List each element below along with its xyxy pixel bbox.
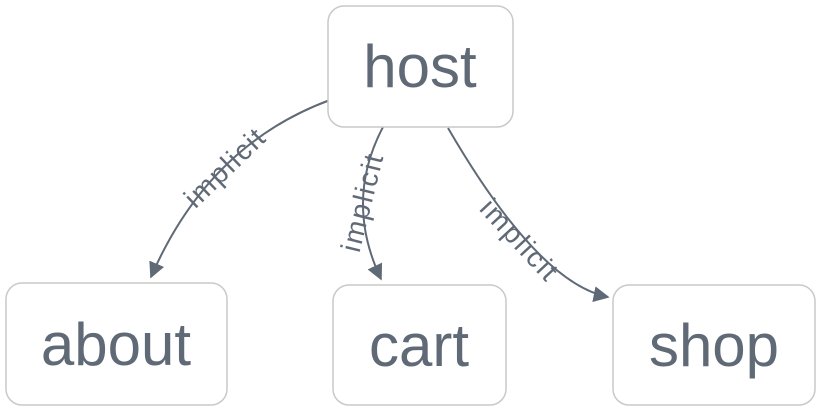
edge-host-cart xyxy=(362,126,384,281)
node-cart-box xyxy=(332,284,507,406)
edge-label-host-shop: implicit xyxy=(474,192,566,287)
node-host-box xyxy=(327,5,514,128)
edge-label-host-about: implicit xyxy=(178,121,273,214)
node-shop: shop xyxy=(612,284,816,406)
edge-host-about xyxy=(149,99,331,279)
node-about-label: about xyxy=(41,311,191,378)
node-host-label: host xyxy=(363,33,477,100)
edge-host-shop xyxy=(447,127,610,303)
node-about-box xyxy=(5,282,228,406)
node-shop-label: shop xyxy=(649,312,779,379)
node-cart-label: cart xyxy=(369,312,469,379)
node-cart: cart xyxy=(332,284,507,406)
node-shop-box xyxy=(612,284,816,406)
edge-label-host-cart: implicit xyxy=(335,149,390,255)
node-host: host xyxy=(327,5,514,128)
node-about: about xyxy=(5,282,228,406)
